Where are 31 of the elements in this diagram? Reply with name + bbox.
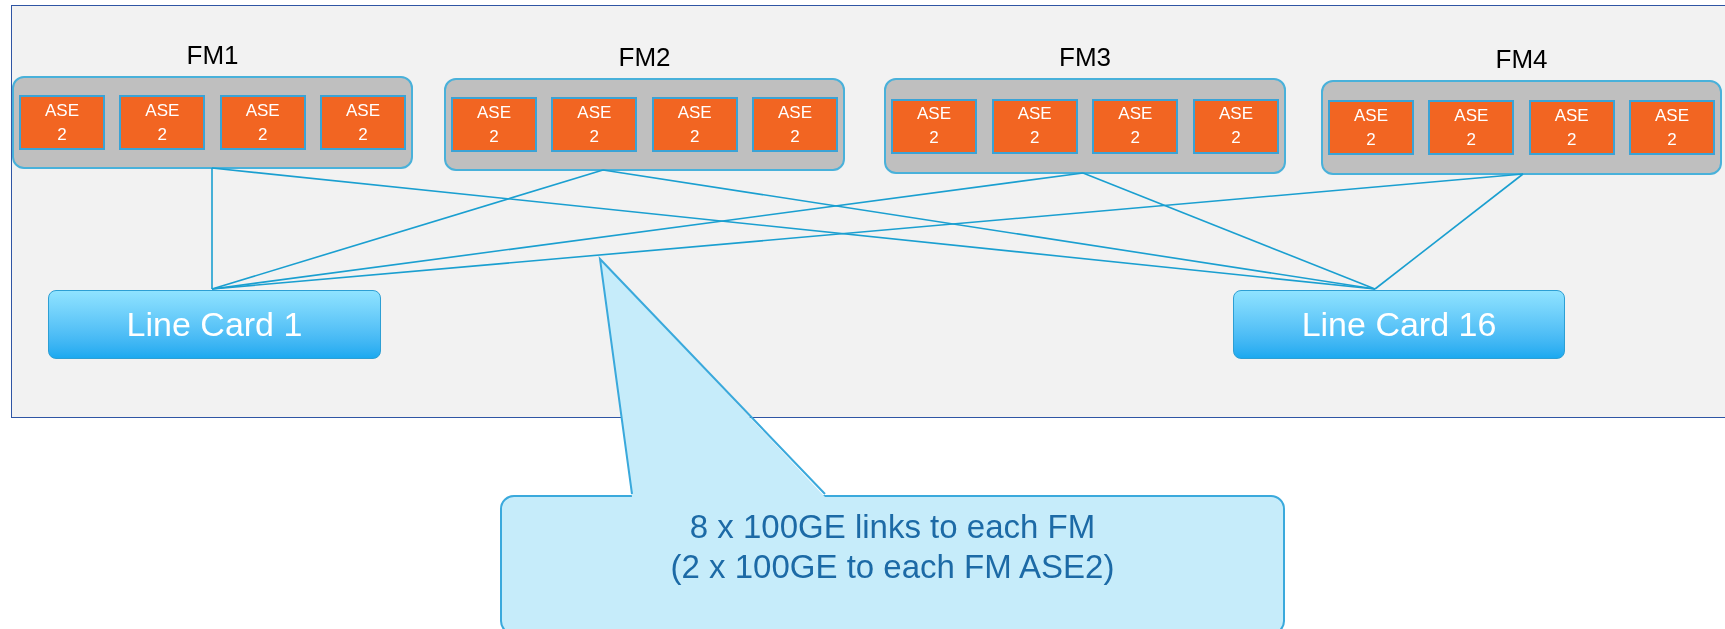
line-card-box: Line Card 1 (48, 290, 381, 359)
chip-box: ASE 2 (119, 95, 206, 150)
link-line (602, 169, 1376, 290)
link-line (211, 167, 213, 290)
callout-box: 8 x 100GE links to each FM (2 x 100GE to each FM ASE2) (500, 495, 1285, 629)
link-line (211, 167, 1376, 290)
chip-box: ASE 2 (320, 95, 406, 150)
chip-box: ASE 2 (1629, 100, 1715, 155)
module-label: FM3 (1058, 41, 1112, 74)
chip-box: ASE 2 (891, 98, 977, 154)
chip-box: ASE 2 (651, 97, 738, 152)
chip-box: ASE 2 (219, 95, 306, 150)
chassis-panel (11, 5, 1725, 418)
chip-box: ASE 2 (752, 97, 838, 152)
module-label: FM4 (1494, 43, 1549, 76)
chip-box: ASE 2 (1192, 98, 1279, 154)
chip-box: ASE 2 (451, 97, 537, 152)
line-card-box: Line Card 16 (1233, 290, 1565, 359)
chip-box: ASE 2 (1528, 100, 1615, 155)
link-line (1374, 173, 1524, 290)
chip-box: ASE 2 (991, 98, 1078, 154)
chip-box: ASE 2 (551, 97, 638, 152)
chip-box: ASE 2 (1428, 100, 1515, 155)
chip-box: ASE 2 (1092, 98, 1179, 154)
chip-box: ASE 2 (19, 95, 105, 150)
module-label: FM1 (185, 39, 240, 72)
module-label: FM2 (617, 41, 672, 74)
link-line (211, 169, 604, 290)
link-line (211, 173, 1524, 290)
chip-box: ASE 2 (1328, 100, 1414, 155)
link-line (1082, 172, 1376, 290)
